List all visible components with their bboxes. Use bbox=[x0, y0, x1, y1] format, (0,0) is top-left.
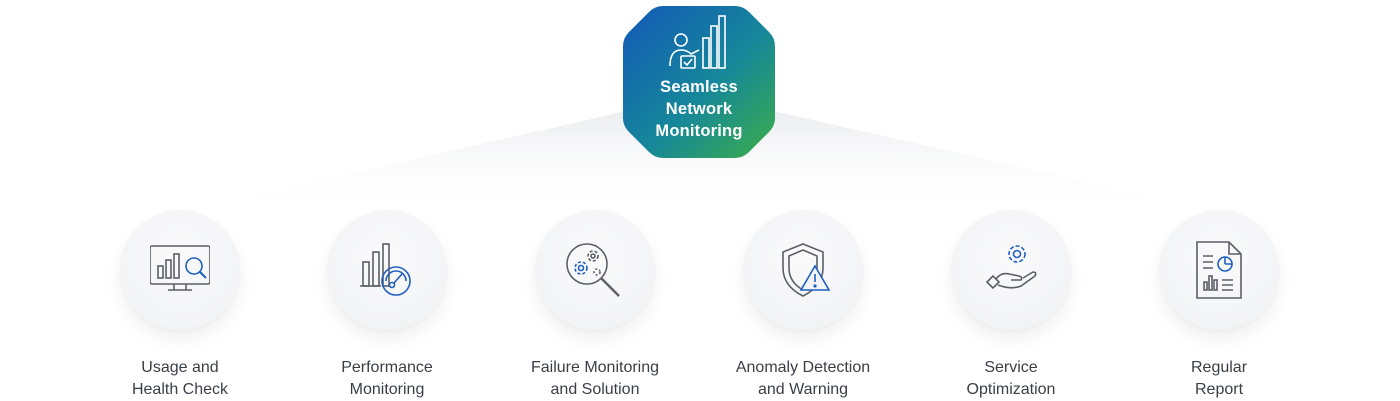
bar-chart-gauge-icon bbox=[360, 243, 411, 296]
node-service-optimization bbox=[951, 210, 1071, 330]
label-usage-health-check: Usage and Health Check bbox=[80, 357, 280, 401]
gears-magnifier-icon bbox=[566, 243, 620, 297]
node-performance-monitoring bbox=[327, 210, 447, 330]
report-document-icon bbox=[1196, 241, 1242, 299]
label-line: Report bbox=[1194, 381, 1244, 398]
label-line: Performance bbox=[341, 359, 433, 376]
label-line: Service bbox=[984, 359, 1038, 376]
label-service-optimization: Service Optimization bbox=[911, 357, 1111, 401]
hand-gear-icon bbox=[985, 245, 1037, 290]
hub-title-line: Seamless bbox=[660, 78, 738, 96]
hub-title-line: Monitoring bbox=[655, 122, 743, 140]
label-line: Usage and bbox=[141, 359, 219, 376]
label-anomaly-detection-warning: Anomaly Detection and Warning bbox=[703, 357, 903, 401]
label-failure-monitoring-solution: Failure Monitoring and Solution bbox=[495, 357, 695, 401]
label-line: and Warning bbox=[757, 381, 849, 398]
label-line: Failure Monitoring bbox=[530, 359, 660, 376]
shield-warning-icon bbox=[782, 243, 831, 297]
node-anomaly-detection-warning bbox=[743, 210, 863, 330]
hub-title-line: Network bbox=[665, 100, 733, 118]
label-line: Monitoring bbox=[349, 381, 425, 398]
node-failure-monitoring-solution bbox=[535, 210, 655, 330]
monitor-chart-magnifier-icon bbox=[150, 245, 210, 291]
node-regular-report bbox=[1159, 210, 1279, 330]
node-usage-health-check bbox=[120, 210, 240, 330]
hub-node: Seamless Network Monitoring bbox=[619, 2, 779, 162]
label-regular-report: Regular Report bbox=[1119, 357, 1319, 401]
hub-octagon bbox=[623, 6, 775, 158]
person-bar-chart-icon bbox=[669, 15, 726, 69]
label-line: Anomaly Detection bbox=[735, 359, 871, 376]
hub-title: Seamless Network Monitoring bbox=[619, 76, 779, 142]
label-line: and Solution bbox=[550, 381, 640, 398]
label-line: Regular bbox=[1190, 359, 1248, 376]
label-line: Optimization bbox=[966, 381, 1056, 398]
label-performance-monitoring: Performance Monitoring bbox=[287, 357, 487, 401]
label-line: Health Check bbox=[131, 381, 229, 398]
